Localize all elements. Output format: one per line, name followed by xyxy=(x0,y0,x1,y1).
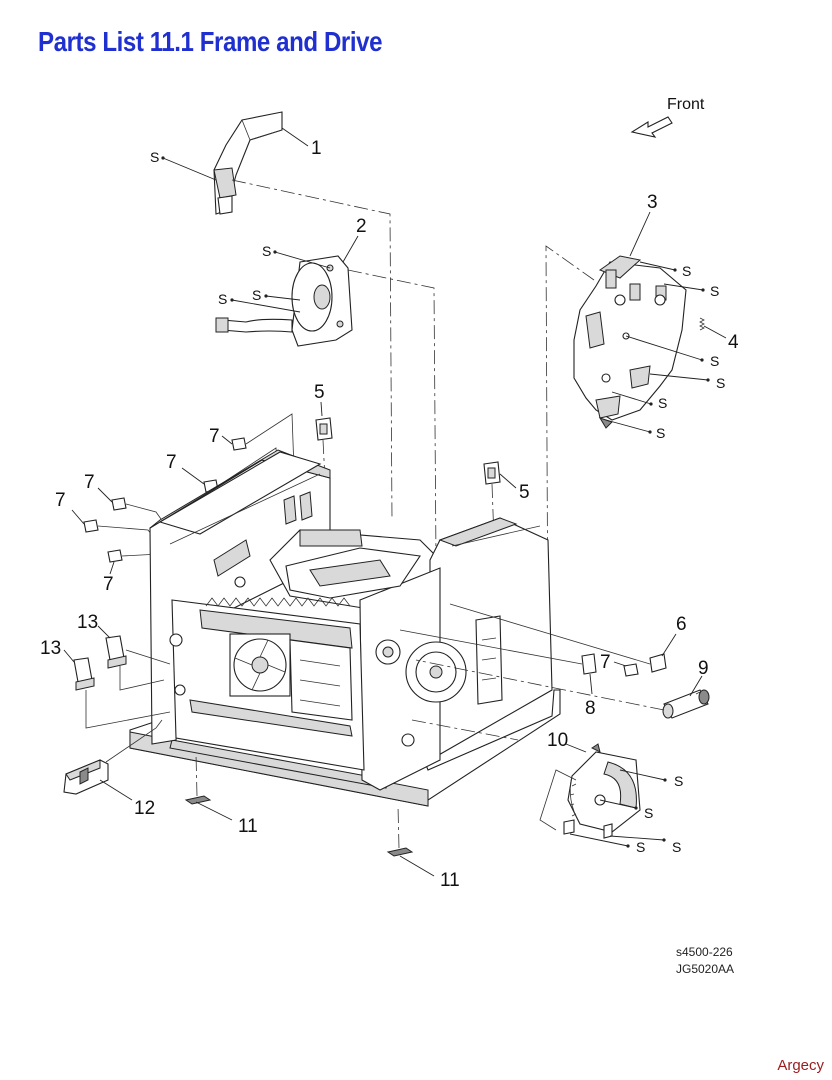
callout-13: 13 xyxy=(40,638,61,659)
figure-reference: s4500-226 xyxy=(676,945,733,959)
screw-label: S xyxy=(658,395,667,411)
screw-label: S xyxy=(262,243,271,259)
callout-7: 7 xyxy=(166,452,177,473)
callout-4: 4 xyxy=(728,332,739,353)
callout-7: 7 xyxy=(103,574,114,595)
callout-7: 7 xyxy=(55,490,66,511)
screw-label: S xyxy=(672,839,681,855)
part-1-bracket xyxy=(213,111,283,215)
part-8-block xyxy=(581,653,597,675)
callout-9: 9 xyxy=(698,658,709,679)
part-10-gear-drive xyxy=(563,743,641,839)
part-5-clip-lower xyxy=(483,461,501,485)
part-11-foot-right xyxy=(386,847,414,857)
part-7-clip-right xyxy=(623,663,639,677)
callout-1: 1 xyxy=(311,138,322,159)
callout-7: 7 xyxy=(84,472,95,493)
figure-code: JG5020AA xyxy=(676,962,735,976)
callout-5: 5 xyxy=(314,382,325,403)
front-arrow: Front xyxy=(630,96,705,138)
callout-7: 7 xyxy=(209,426,220,447)
callout-6: 6 xyxy=(676,614,687,635)
part-5-clip-upper xyxy=(315,417,333,441)
part-3-drive-assembly xyxy=(573,255,687,429)
part-7-clip xyxy=(231,437,247,451)
callout-2: 2 xyxy=(356,216,367,237)
part-7-clip xyxy=(83,519,99,533)
screw-label: S xyxy=(716,375,725,391)
screw-label: S xyxy=(644,805,653,821)
screw-label: S xyxy=(218,291,227,307)
part-13-clamp xyxy=(73,657,95,691)
callout-11: 11 xyxy=(440,870,460,891)
screw-label: S xyxy=(252,287,261,303)
callout-12: 12 xyxy=(134,798,155,819)
part-7-clip xyxy=(107,549,123,563)
screw-label: S xyxy=(636,839,645,855)
screw-label: S xyxy=(710,353,719,369)
callout-5: 5 xyxy=(519,482,530,503)
callout-10: 10 xyxy=(547,730,568,751)
part-12-latch xyxy=(63,759,109,795)
screw-label: S xyxy=(656,425,665,441)
callout-7: 7 xyxy=(600,652,611,673)
part-4-spring xyxy=(699,317,705,331)
callout-8: 8 xyxy=(585,698,596,719)
callout-13: 13 xyxy=(77,612,98,633)
screw-label: S xyxy=(150,149,159,165)
main-chassis xyxy=(129,449,561,807)
callout-3: 3 xyxy=(647,192,658,213)
screw-label: S xyxy=(710,283,719,299)
part-9-shaft xyxy=(662,689,710,719)
brand-watermark: Argecy xyxy=(777,1057,824,1074)
screw-label: S xyxy=(682,263,691,279)
page-title: Parts List 11.1 Frame and Drive xyxy=(38,26,383,57)
part-2-motor xyxy=(215,255,353,347)
part-13-clamp xyxy=(105,635,127,669)
part-11-foot-left xyxy=(184,795,212,805)
screw-label: S xyxy=(674,773,683,789)
callout-11: 11 xyxy=(238,816,258,837)
part-7-clip xyxy=(111,497,127,511)
part-6-clip xyxy=(649,653,667,673)
front-label: Front xyxy=(667,96,705,113)
